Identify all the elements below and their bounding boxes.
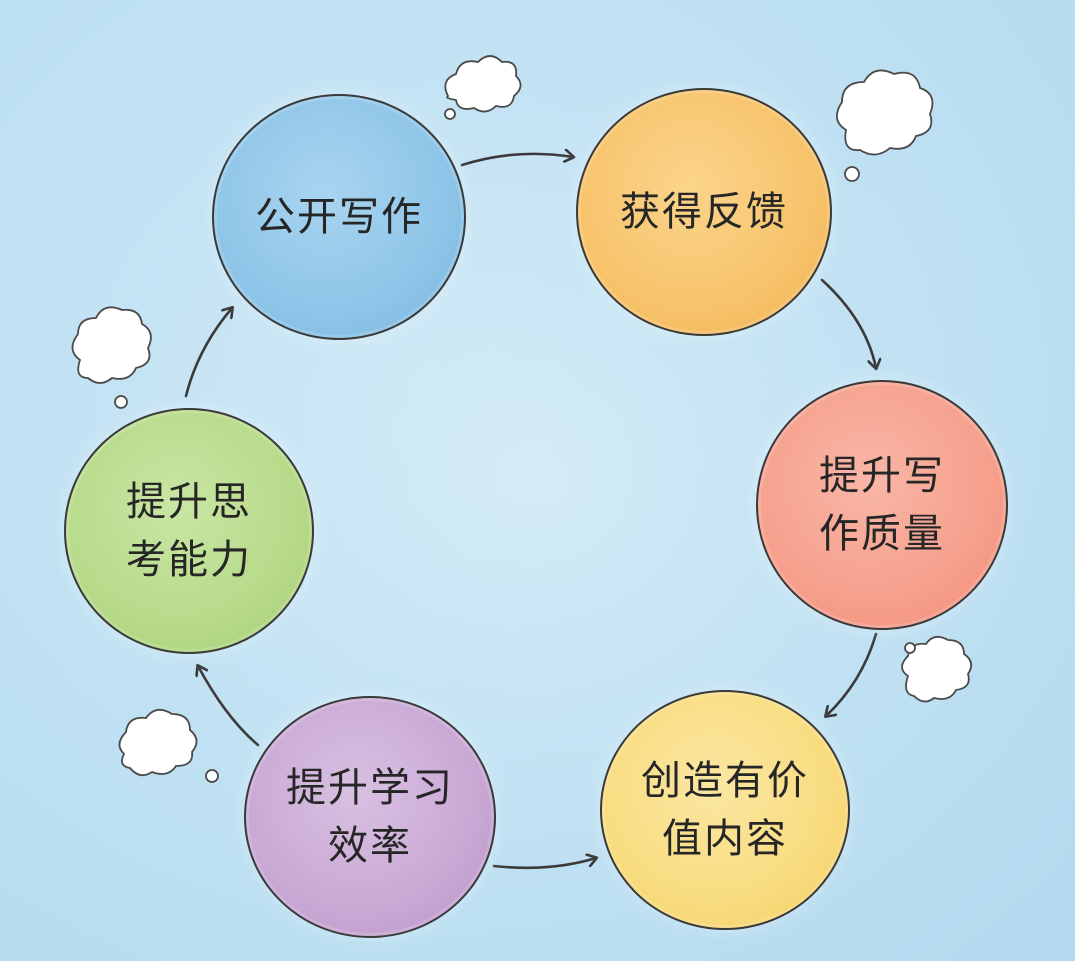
node-public-writing: 公开写作 [212, 94, 466, 340]
node-label-line-1: 创造有价 [641, 752, 809, 810]
node-label-line-1: 提升思 [126, 473, 252, 531]
node-improve-learning-efficiency: 提升学习 效率 [244, 696, 496, 938]
node-label-line-2: 考能力 [126, 531, 252, 589]
node-improve-writing-quality: 提升写 作质量 [756, 380, 1008, 630]
node-label-line-1: 提升学习 [286, 759, 454, 817]
node-label-line-2: 效率 [286, 817, 454, 875]
node-create-valuable-content: 创造有价 值内容 [600, 690, 850, 930]
node-label-line-1: 提升写 [819, 447, 945, 505]
node-label-line-2: 作质量 [819, 505, 945, 563]
node-improve-thinking-ability: 提升思 考能力 [64, 408, 314, 654]
node-label: 获得反馈 [620, 183, 788, 241]
node-get-feedback: 获得反馈 [576, 88, 832, 336]
node-label: 公开写作 [255, 188, 423, 246]
node-label-line-2: 值内容 [641, 810, 809, 868]
